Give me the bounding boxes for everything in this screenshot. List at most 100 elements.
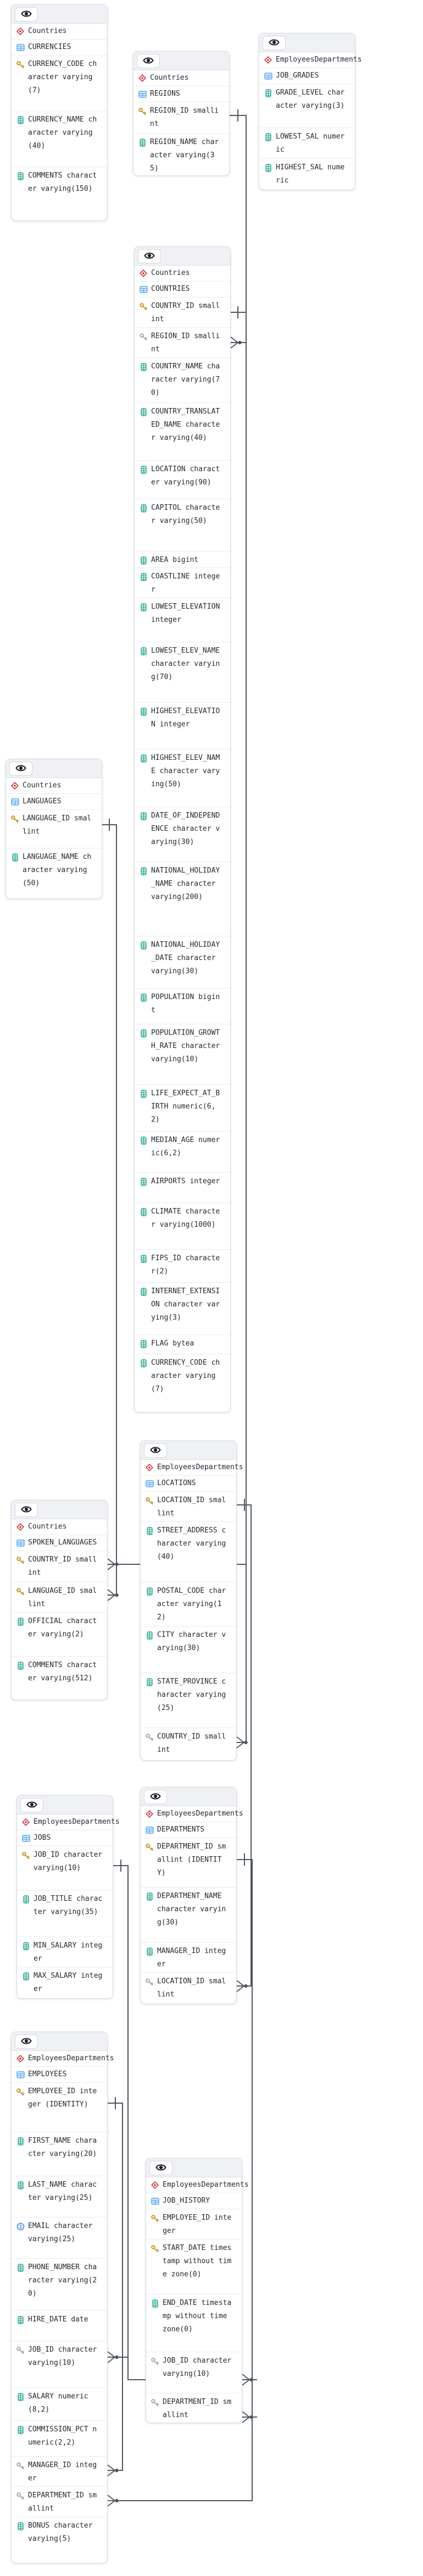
column-icon: [16, 2426, 25, 2434]
column-row: OFFICIAL character varying(2): [12, 1613, 107, 1657]
relationship-line: [251, 1504, 252, 1987]
column-row: COMMENTS character varying(150): [12, 167, 107, 220]
column-text: COUNTRY_TRANSLATED_NAME character varyin…: [151, 407, 220, 442]
column-text: LAST_NAME character varying(25): [28, 2181, 97, 2202]
visibility-eye-button[interactable]: [144, 1790, 167, 1804]
column-row: NATIONAL_HOLIDAY_NAME character varying(…: [135, 862, 230, 936]
primary-key-icon: [21, 1851, 30, 1860]
column-icon: [145, 1631, 154, 1640]
visibility-eye-button[interactable]: [15, 2034, 38, 2049]
column-text: MANAGER_ID integer: [157, 1947, 226, 1968]
crow-foot-marker: [236, 1980, 248, 1992]
visibility-eye-button[interactable]: [15, 7, 38, 21]
schema-row: EmployeesDepartments: [12, 2051, 114, 2067]
relationship-line: [246, 115, 247, 343]
visibility-eye-button[interactable]: [9, 762, 32, 776]
column-row: JOB_ID character varying(10): [17, 1846, 113, 1890]
column-icon: [16, 2264, 25, 2272]
table-name-row: JOB_HISTORY: [146, 2193, 242, 2209]
column-text: EMAIL character varying(25): [28, 2222, 93, 2243]
column-icon: [16, 172, 25, 180]
eye-icon: [143, 57, 154, 66]
one-marker: [237, 109, 238, 122]
column-row: COUNTRY_NAME character varying(70): [135, 358, 230, 403]
schema-name: EmployeesDepartments: [157, 1463, 243, 1471]
visibility-eye-button[interactable]: [138, 249, 161, 263]
column-text: COUNTRY_NAME character varying(70): [151, 362, 220, 397]
column-row: COMMENTS character varying(512): [12, 1657, 107, 1700]
column-icon: [139, 363, 148, 371]
column-row: MIN_SALARY integer: [17, 1937, 113, 1967]
table-header: [135, 247, 230, 266]
column-row: CURRENCY_CODE character varying(7): [135, 1354, 230, 1412]
column-text: CLIMATE character varying(1000): [151, 1207, 220, 1229]
column-icon: [145, 1527, 154, 1535]
column-icon: [16, 1618, 25, 1626]
column-row: INTERNET_EXTENSION character varying(3): [135, 1283, 230, 1335]
column-text: FLAG bytea: [151, 1339, 194, 1348]
primary-key-icon: [16, 1587, 25, 1596]
table-name: LANGUAGES: [23, 797, 62, 806]
column-icon: [139, 504, 148, 512]
column-icon: [16, 2393, 25, 2401]
visibility-eye-button[interactable]: [144, 1443, 167, 1458]
schema-icon: [16, 2055, 25, 2062]
table-name-row: JOBS: [17, 1830, 113, 1846]
visibility-eye-button[interactable]: [263, 36, 286, 50]
relationship-line: [252, 1859, 253, 2501]
visibility-eye-button[interactable]: [149, 2161, 172, 2175]
column-text: CITY character varying(30): [157, 1631, 226, 1652]
column-icon: [139, 1090, 148, 1098]
visibility-eye-button[interactable]: [15, 1503, 38, 1517]
column-icon: [16, 116, 25, 124]
table-header: [133, 52, 229, 70]
table-name: CURRENCIES: [28, 43, 71, 51]
column-text: COUNTRY_ID smallint: [151, 302, 220, 323]
column-icon: [139, 708, 148, 716]
column-icon: [264, 133, 272, 141]
column-row: FIPS_ID character(2): [135, 1250, 230, 1283]
relationship-line: [246, 312, 247, 1743]
column-text: MAX_SALARY integer: [34, 1972, 103, 1993]
schema-name: Countries: [150, 74, 189, 82]
column-icon: [16, 2181, 25, 2189]
table-name-row: LOCATIONS: [141, 1476, 236, 1492]
column-row: CITY character varying(30): [141, 1626, 236, 1673]
column-text: FIPS_ID character(2): [151, 1254, 220, 1276]
visibility-eye-button[interactable]: [20, 1798, 43, 1812]
table-name-row: CURRENCIES: [12, 40, 107, 56]
column-text: SALARY numeric(8,2): [28, 2392, 88, 2414]
schema-row: EmployeesDepartments: [141, 1806, 243, 1822]
column-icon: [21, 1972, 30, 1981]
table-name: SPOKEN_LANGUAGES: [28, 1538, 97, 1547]
visibility-eye-button[interactable]: [137, 54, 160, 68]
column-row: STATE_PROVINCE character varying(25): [141, 1673, 236, 1728]
table-header: [141, 1788, 236, 1806]
column-row: NATIONAL_HOLIDAY_DATE character varying(…: [135, 936, 230, 989]
column-text: POSTAL_CODE character varying(12): [157, 1587, 226, 1621]
crow-foot-marker: [107, 1589, 119, 1601]
column-row: CURRENCY_CODE character varying(7): [12, 56, 107, 111]
column-text: LOCATION_ID smallint: [157, 1977, 226, 1999]
schema-name: Countries: [28, 1523, 67, 1531]
column-row: CURRENCY_NAME character varying(40): [12, 111, 107, 167]
foreign-key-icon: [16, 2346, 25, 2355]
column-row: MEDIAN_AGE numeric(6,2): [135, 1132, 230, 1173]
schema-icon: [16, 27, 25, 35]
column-text: EMPLOYEE_ID integer (IDENTITY): [28, 2087, 97, 2109]
column-row: DEPARTMENT_NAME character varying(30): [141, 1888, 236, 1943]
column-row: LOCATION_ID smallint: [141, 1973, 236, 2004]
schema-name: EmployeesDepartments: [163, 2181, 249, 2189]
relationship-line: [231, 312, 247, 313]
